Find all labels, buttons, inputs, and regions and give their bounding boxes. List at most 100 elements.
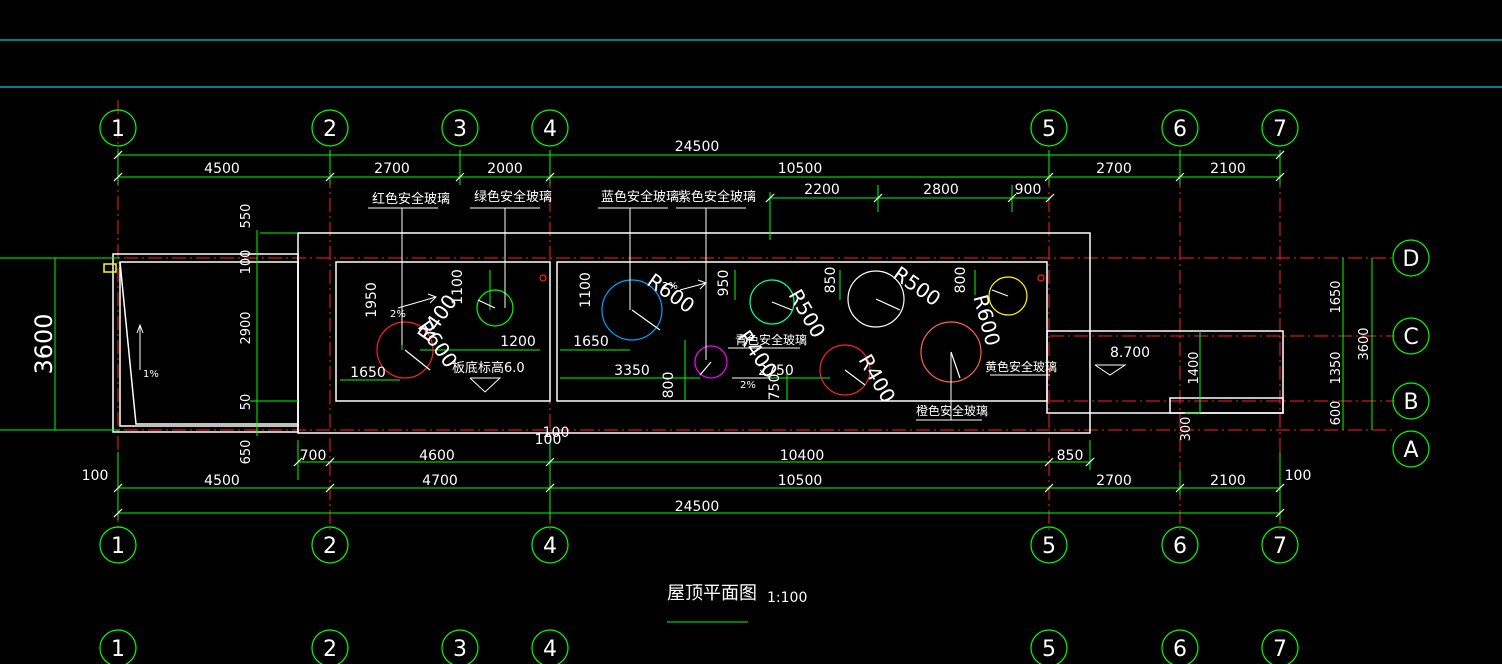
dim-bottom-sub: 100 [543,425,570,441]
red-glass-circle-2 [819,344,871,396]
dim-tick [545,483,555,493]
dim-tick [1275,150,1285,160]
grid-bubble-7: 7 [1261,526,1299,564]
dim-bottom: 100 [1285,468,1312,484]
dimension-lines [117,150,1281,520]
grid-label: 2 [323,117,337,142]
dim-left: 550 [239,204,254,229]
dim-ticks [113,150,1285,518]
dim-right: 3600 [1357,327,1372,360]
dim-top: 2100 [1210,161,1246,177]
label-green-glass: 绿色安全玻璃 [474,189,552,205]
grid-label: 6 [1173,637,1187,662]
grid-bubble-4: 4 [531,629,569,664]
drain-dot [1037,274,1045,282]
grid-bubble-B: B [1392,382,1430,420]
dim-bottom: 4700 [422,473,458,489]
walls [103,232,1284,434]
dim-tick [113,508,123,518]
dim-tick [1044,483,1054,493]
grid-label: 7 [1273,534,1287,559]
radius-label: R600 [643,269,699,319]
dim-bottom-sub: 10400 [780,448,825,464]
dim-left: 2900 [239,311,254,344]
dim-tick [113,150,123,160]
dim-tick [1044,457,1054,467]
dim-inner: 950 [716,270,732,297]
dim-inner: 3350 [614,363,650,379]
dim-bottom: 2700 [1096,473,1132,489]
dim-top: 2000 [487,161,523,177]
dim-left: 100 [239,250,254,275]
dim-tick [545,172,555,182]
grid-bubble-3: 3 [441,109,479,147]
radius-label: R600 [968,292,1005,349]
dim-bottom-total: 24500 [675,499,720,515]
dim-top: 10500 [778,161,823,177]
dim-right: 600 [1329,401,1344,426]
dim-top-sub: 900 [1015,182,1042,198]
drawing-title: 屋顶平面图 [667,583,757,604]
label-red-glass: 红色安全玻璃 [372,191,450,207]
dim-bottom-sub: 4600 [419,448,455,464]
grid-bubble-7: 7 [1261,629,1299,664]
dim-inner: 850 [823,267,839,294]
grid-bubble-1: 1 [99,629,137,664]
dim-bottom-sub: 700 [300,448,327,464]
dim-top-sub: 2200 [804,182,840,198]
grid-bubble-4: 4 [531,109,569,147]
dim-top-sub: 2800 [923,182,959,198]
dim-right: 1650 [1329,280,1344,313]
grid-bubble-6: 6 [1161,109,1199,147]
grid-label: 5 [1042,637,1056,662]
dim-right: 1350 [1329,351,1344,384]
dim-tick [765,193,775,203]
grid-label: B [1403,390,1418,415]
dim-tick [1275,483,1285,493]
dim-tick [113,172,123,182]
grid-bubble-2: 2 [311,109,349,147]
dim-tick [1175,172,1185,182]
label-purple-glass: 紫色安全玻璃 [678,189,756,205]
grid-bubble-A: A [1392,430,1430,468]
grid-label: 1 [111,637,125,662]
dim-tick [1044,172,1054,182]
grid-label: D [1403,247,1420,272]
dim-top-total: 24500 [675,139,720,155]
yellow-glass-circle [988,276,1028,316]
radius-label: R400 [854,350,901,407]
dim-tick [325,457,335,467]
dim-tick [545,457,555,467]
grid-bubble-2: 2 [311,526,349,564]
label-slab-elevation: 板底标高6.0 [452,360,525,376]
blue-glass-circle [601,279,663,341]
dim-tick [873,193,883,203]
dim-left: 50 [239,394,254,411]
dim-top: 2700 [1096,161,1132,177]
grid-bubble-3: 3 [441,629,479,664]
grid-label: 2 [323,637,337,662]
label-slope-left: 1% [143,369,159,380]
slope-arrows [136,279,1127,393]
dim-tick [293,457,303,467]
grid-bubble-6: 6 [1161,629,1199,664]
dim-tick [325,483,335,493]
grid-label: 4 [543,637,557,662]
dim-bottom-sub: 850 [1057,448,1084,464]
grid-label: A [1403,438,1418,463]
drawing-scale: 1:100 [767,590,807,606]
grid-bubble-5: 5 [1030,629,1068,664]
purple-glass-circle [694,345,728,379]
dim-right: 1400 [1187,351,1202,384]
grid-lines-horizontal [100,257,1395,431]
label-blue-glass: 蓝色安全玻璃 [601,189,679,205]
radius-leaders [404,289,1009,386]
dim-bottom-sub: 100 [535,432,562,448]
dim-inner: 1650 [350,365,386,381]
red-glass-circle [376,321,434,379]
dim-bottom: 2100 [1210,473,1246,489]
dim-bottom: 100 [82,468,109,484]
dim-right: 300 [1179,417,1194,442]
dim-tick [1085,457,1095,467]
